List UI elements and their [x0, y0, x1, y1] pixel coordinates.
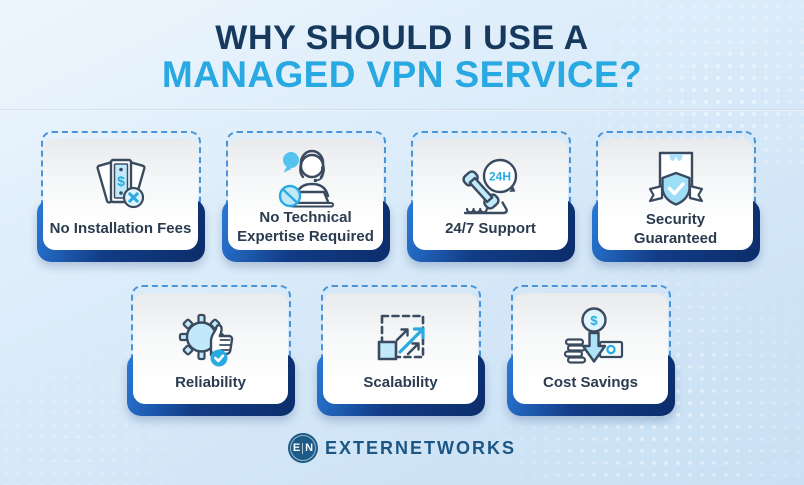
card-label: No Technical Expertise Required [237, 209, 374, 245]
phone-24h-icon: 24H [454, 147, 528, 220]
dollar-glyph: $ [117, 173, 125, 189]
card-label: Scalability [363, 374, 438, 392]
footer-logo: E N EXTERNETWORKS [0, 433, 804, 463]
logo-wordmark: EXTERNETWORKS [324, 437, 516, 458]
card-face: $ Cost Savings [513, 293, 668, 404]
card-label: Security Guaranteed [633, 211, 718, 247]
benefit-card-24-7-support: 24H 24/7 Support [407, 131, 575, 262]
card-face: Scalability [323, 293, 478, 404]
card-face: Reliability [133, 293, 288, 404]
card-face: Security Guaranteed [598, 139, 753, 250]
benefit-card-cost-savings: $ Cost Savings [507, 285, 675, 416]
benefit-card-reliability: Reliability [127, 285, 295, 416]
clock-badge-text: 24H [488, 169, 510, 183]
page-title-line-1: WHY SHOULD I USE A [215, 19, 589, 57]
benefit-card-security-guaranteed: Security Guaranteed [592, 131, 760, 262]
page-title-line-2: MANAGED VPN SERVICE? [161, 54, 643, 96]
package-shield-icon [640, 147, 712, 211]
growth-arrows-icon [365, 301, 437, 374]
externetworks-logo-icon: E N [287, 433, 318, 463]
benefit-card-no-technical-expertise: No Technical Expertise Required [222, 131, 390, 262]
benefit-card-no-installation-fees: $ No Installation Fees [37, 131, 205, 262]
logo-monogram-divider [302, 442, 304, 454]
card-face: $ No Installation Fees [43, 139, 198, 250]
header-divider [0, 109, 804, 111]
benefit-card-scalability: Scalability [317, 285, 485, 416]
card-label: Cost Savings [542, 374, 639, 392]
card-label: No Installation Fees [49, 220, 192, 238]
dollar-glyph: $ [590, 313, 598, 328]
card-label: Reliability [175, 374, 246, 392]
card-face: 24H 24/7 Support [413, 139, 568, 250]
logo-monogram-n: N [305, 441, 314, 454]
money-cancel-icon: $ [85, 147, 157, 220]
card-label: 24/7 Support [445, 220, 536, 238]
card-face: No Technical Expertise Required [228, 139, 383, 250]
support-agent-blocked-icon [270, 147, 342, 209]
gear-thumbs-up-icon [174, 301, 248, 374]
logo-monogram-e: E [292, 441, 301, 454]
dollar-savings-icon: $ [554, 301, 628, 374]
page-title: WHY SHOULD I USE A MANAGED VPN SERVICE? [0, 19, 804, 96]
